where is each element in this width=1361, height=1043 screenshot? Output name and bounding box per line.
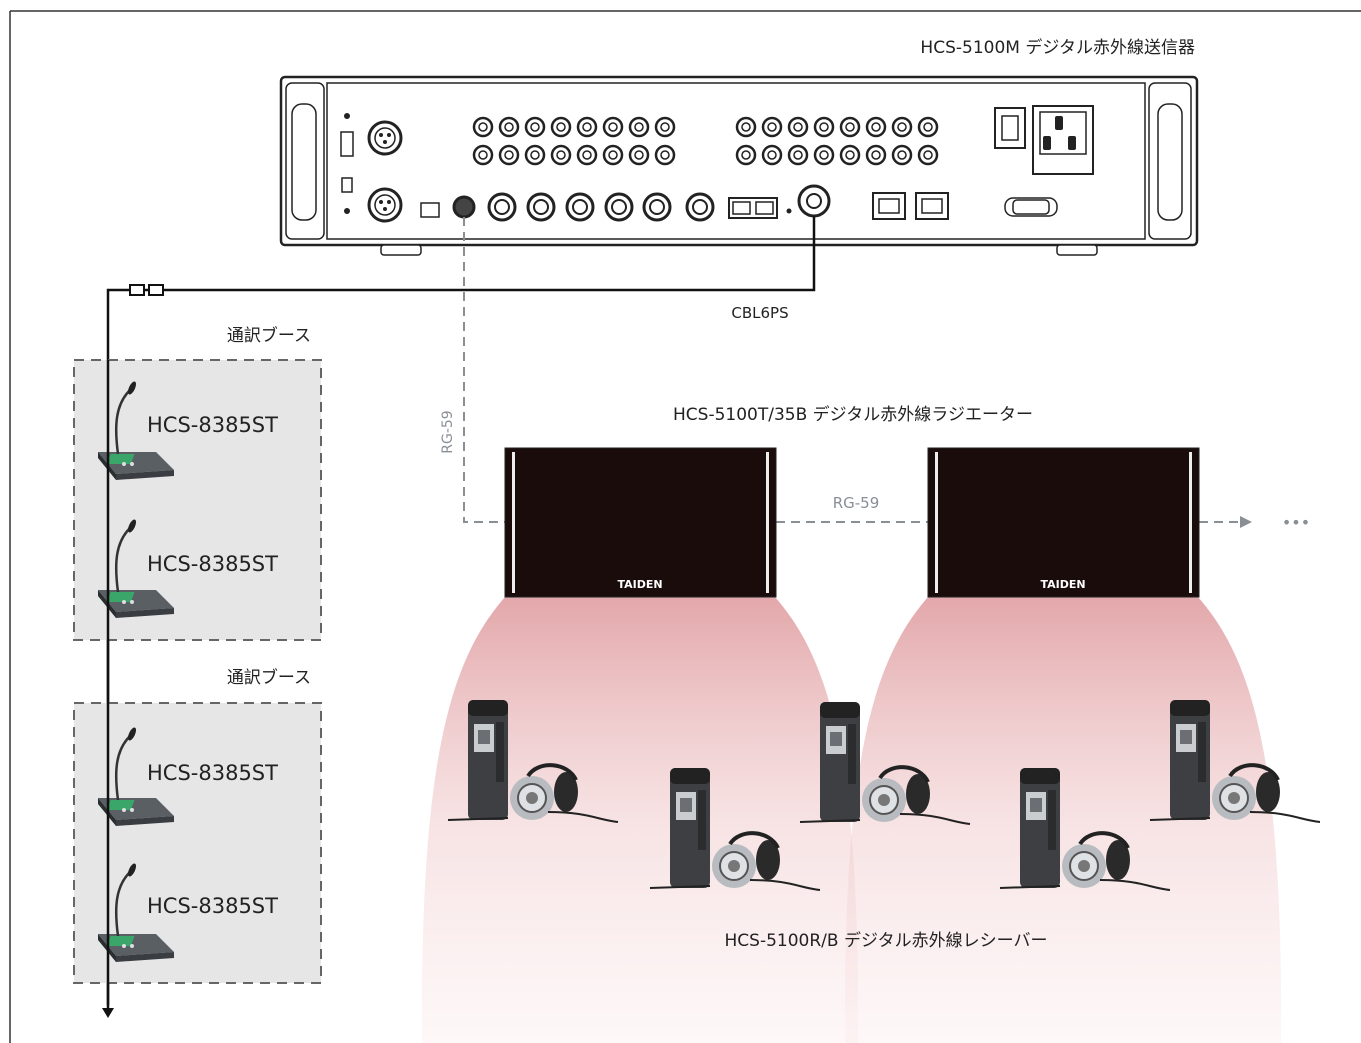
booth-2-title: 通訳ブース <box>227 667 311 688</box>
booth-1-unit-2-model: HCS-8385ST <box>147 552 278 576</box>
cable-connector-2 <box>148 284 164 296</box>
booth-2-unit-2-model: HCS-8385ST <box>147 894 278 918</box>
radiator-group-label: HCS-5100T/35B デジタル赤外線ラジエーター <box>673 404 1033 425</box>
ir-beam-left <box>421 597 859 1043</box>
booth-1-title: 通訳ブース <box>227 325 311 346</box>
booth-1-unit-1-model: HCS-8385ST <box>147 413 278 437</box>
booth-2-unit-1-model: HCS-8385ST <box>147 761 278 785</box>
cbl6ps-label: CBL6PS <box>731 304 788 322</box>
rg59-cable-vertical <box>463 217 505 523</box>
rg59-between-label: RG-59 <box>833 494 880 512</box>
transmitter-unit <box>279 75 1199 256</box>
radiator-2-brand: TAIDEN <box>1040 578 1085 591</box>
down-arrow-icon <box>102 1008 114 1018</box>
continuation-dots: ••• <box>1282 513 1310 532</box>
booth-2: 通訳ブース HCS-8385ST HCS-8385ST <box>73 667 322 984</box>
receiver-group-label: HCS-5100R/B デジタル赤外線レシーバー <box>725 930 1048 951</box>
radiator-1: TAIDEN <box>504 447 777 598</box>
booth-1: 通訳ブース HCS-8385ST HCS-8385ST <box>73 325 322 641</box>
rg59-vertical-label: RG-59 <box>440 410 456 453</box>
radiator-1-brand: TAIDEN <box>617 578 662 591</box>
radiator-2: TAIDEN <box>927 447 1200 598</box>
transmitter-label: HCS-5100M デジタル赤外線送信器 <box>920 37 1195 58</box>
right-arrow-icon <box>1240 516 1252 528</box>
ir-beam-right <box>844 597 1282 1043</box>
cable-connector-1 <box>129 284 145 296</box>
